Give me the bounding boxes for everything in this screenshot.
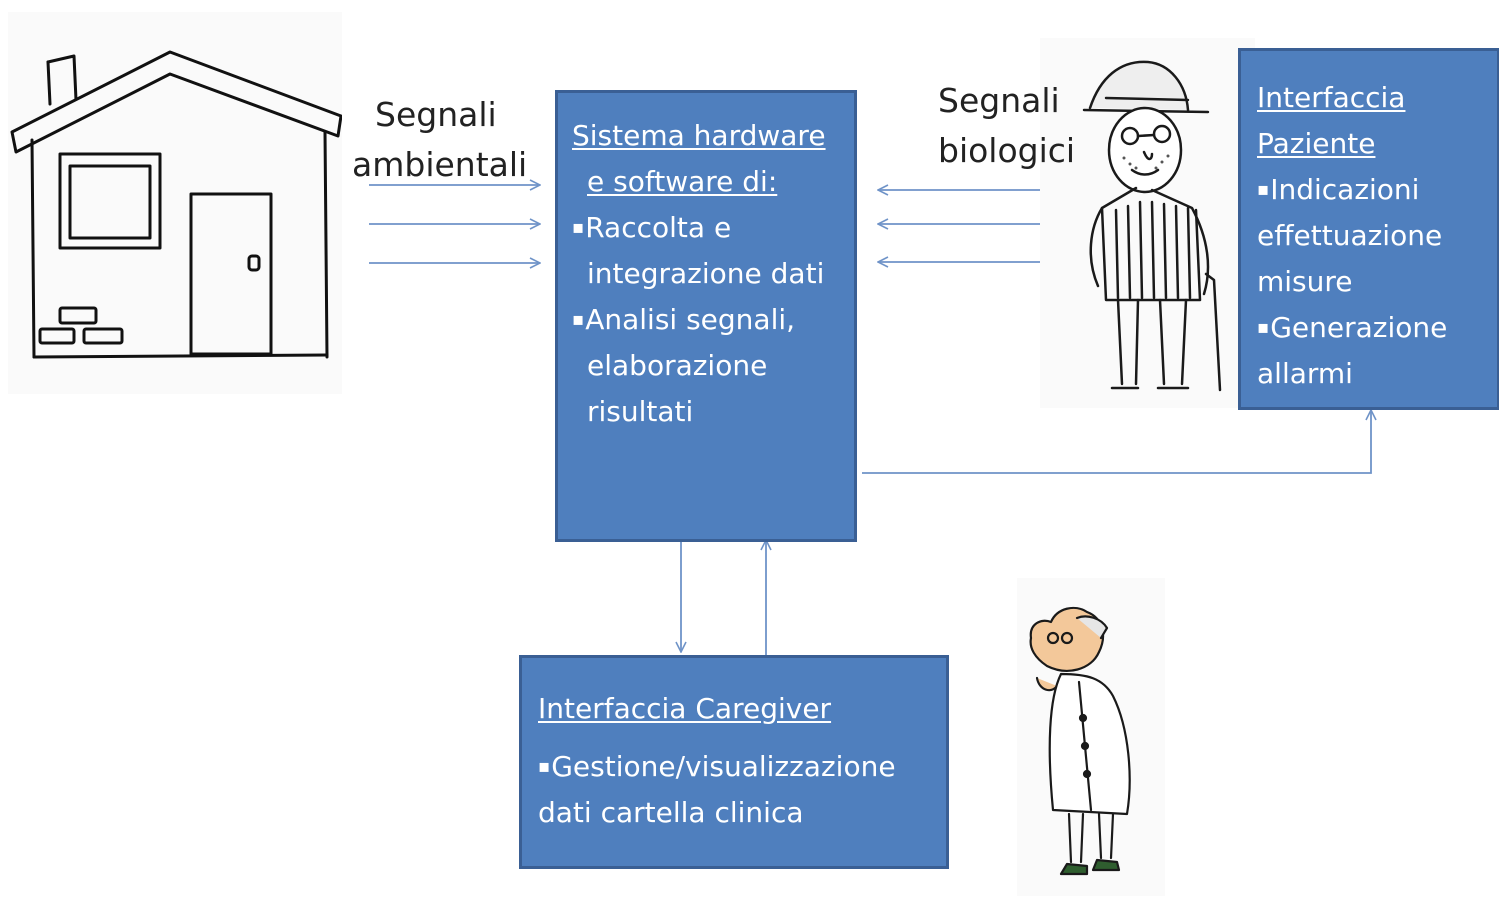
house-icon <box>10 50 342 359</box>
central-box-title-line2: e software di: <box>587 165 778 198</box>
central-box-title-line1: Sistema hardware <box>572 119 826 152</box>
label-biological-signals: Segnali biologici <box>938 76 1075 176</box>
patient-box-title-line1: Interfaccia <box>1257 81 1406 114</box>
patient-box-title-line2: Paziente <box>1257 127 1376 160</box>
caregiver-box-title: Interfaccia Caregiver <box>538 692 832 725</box>
central-item-2-line2: elaborazione <box>587 349 768 382</box>
label-biological-line2: biologici <box>938 131 1076 170</box>
elderly-man-illustration <box>1040 38 1255 408</box>
doctor-illustration <box>1017 578 1165 896</box>
label-biological-line1: Segnali <box>938 81 1060 120</box>
patient-item-1-line1: Indicazioni <box>1257 167 1491 213</box>
arrow-to-patient <box>862 410 1371 474</box>
doctor-icon <box>1029 606 1131 876</box>
caregiver-interface-box: Interfaccia Caregiver Gestione/visualizz… <box>519 655 949 869</box>
caregiver-item-1-line2: dati cartella clinica <box>538 796 804 829</box>
label-environmental-signals: Segnali ambientali <box>352 90 527 190</box>
patient-item-2-line2: allarmi <box>1257 357 1353 390</box>
patient-item-1-line3: misure <box>1257 265 1353 298</box>
central-item-2-line1: Analisi segnali, <box>572 297 844 343</box>
label-environmental-line2: ambientali <box>352 145 528 184</box>
patient-item-1-line2: effettuazione <box>1257 219 1443 252</box>
patient-item-2-line1: Generazione <box>1257 305 1491 351</box>
caregiver-item-1-line1: Gestione/visualizzazione <box>538 744 938 790</box>
house-illustration <box>8 12 342 394</box>
central-item-1-line2: integrazione dati <box>587 257 825 290</box>
central-item-2-line3: risultati <box>587 395 694 428</box>
elderly-man-icon <box>1082 60 1222 392</box>
patient-interface-box: Interfaccia Paziente Indicazioni effettu… <box>1238 48 1499 410</box>
central-system-box: Sistema hardware e software di: Raccolta… <box>555 90 857 542</box>
label-environmental-line1: Segnali <box>375 95 497 134</box>
central-item-1-line1: Raccolta e <box>572 205 844 251</box>
